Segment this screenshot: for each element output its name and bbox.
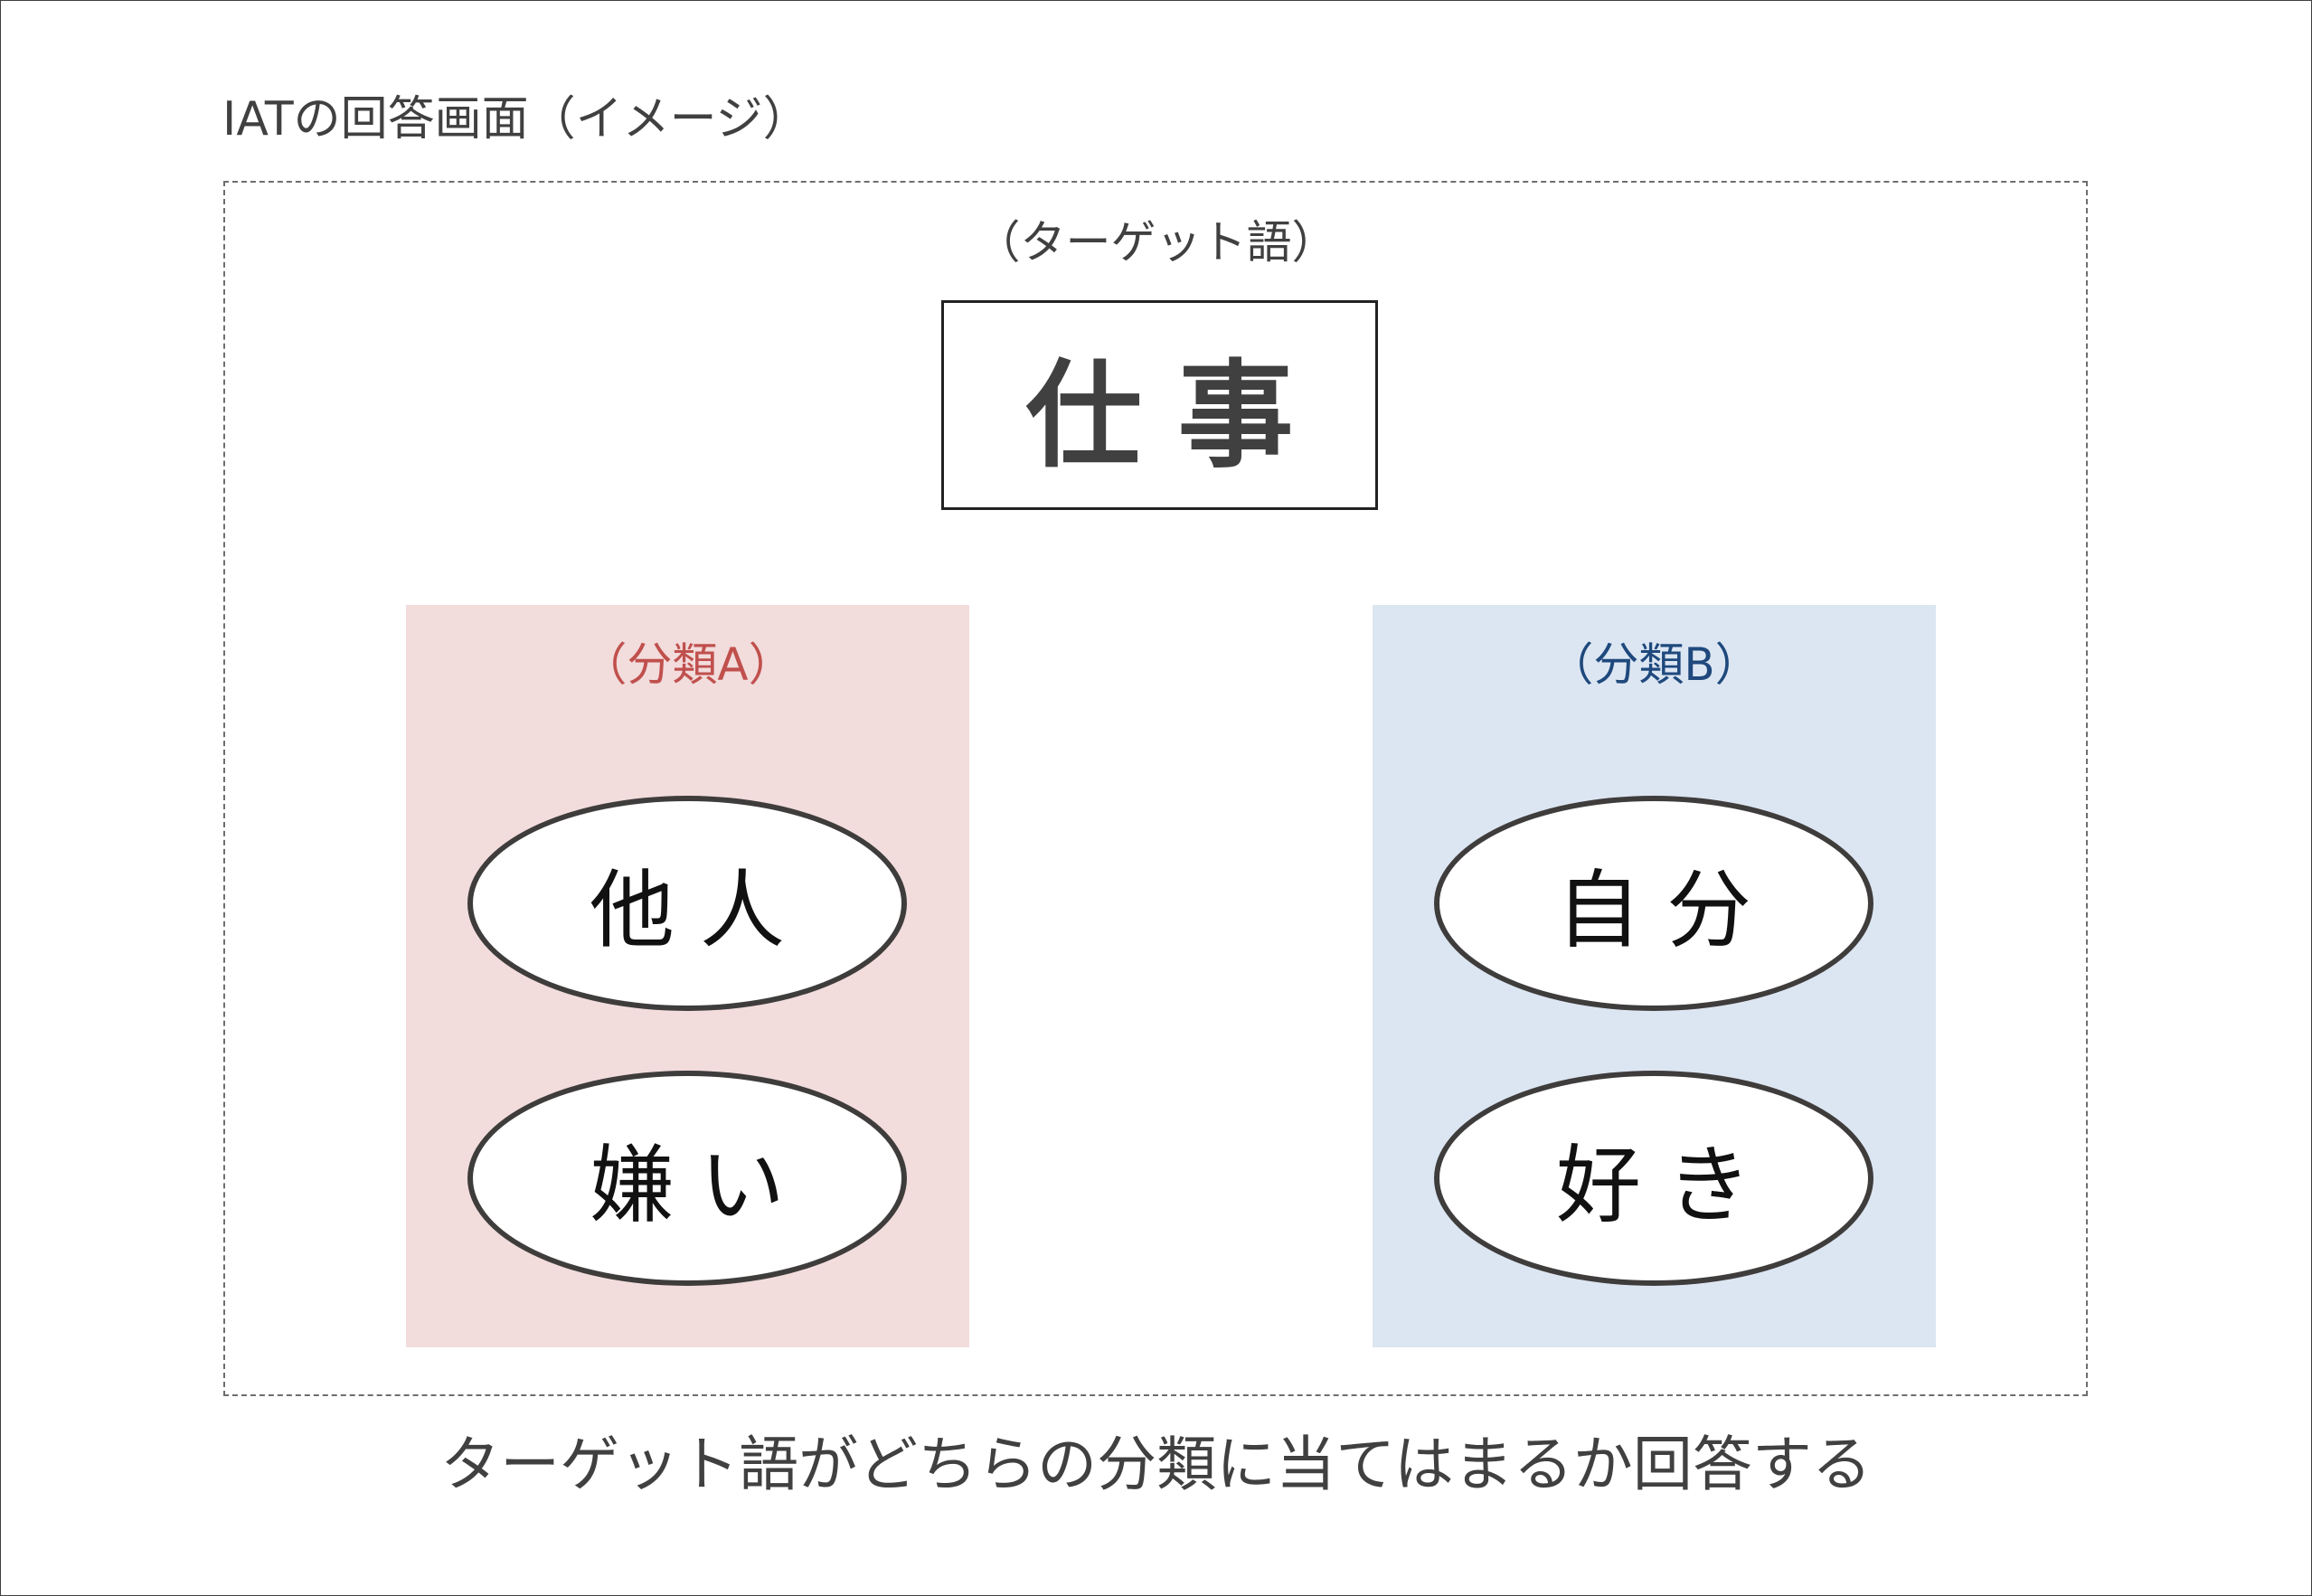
category-a-label: （分類A） — [581, 638, 794, 691]
diagram-title: IATの回答画面（イメージ） — [222, 92, 810, 146]
diagram-caption: ターゲット語がどちらの分類に当てはまるか回答する — [440, 1430, 1872, 1499]
category-a-item-1-text: 他人 — [589, 862, 810, 960]
target-word-box: 仕事 — [941, 300, 1378, 510]
category-a-item-2: 嫌い — [467, 1071, 907, 1286]
target-word: 仕事 — [1025, 348, 1330, 484]
category-a-item-1: 他人 — [467, 796, 907, 1011]
category-b-label: （分類B） — [1548, 638, 1760, 691]
category-b-item-2: 好き — [1434, 1071, 1873, 1286]
answer-screen-mockup — [223, 181, 2088, 1396]
category-a-item-2-text: 嫌い — [589, 1137, 810, 1235]
category-b-item-1: 自分 — [1434, 796, 1873, 1011]
category-b-item-1-text: 自分 — [1555, 862, 1777, 960]
category-b-item-2-text: 好き — [1555, 1137, 1777, 1235]
category-a-panel[interactable]: （分類A） 他人 嫌い — [406, 605, 969, 1347]
target-word-label: （ターゲット語） — [975, 216, 1337, 269]
category-b-panel[interactable]: （分類B） 自分 好き — [1373, 605, 1936, 1347]
